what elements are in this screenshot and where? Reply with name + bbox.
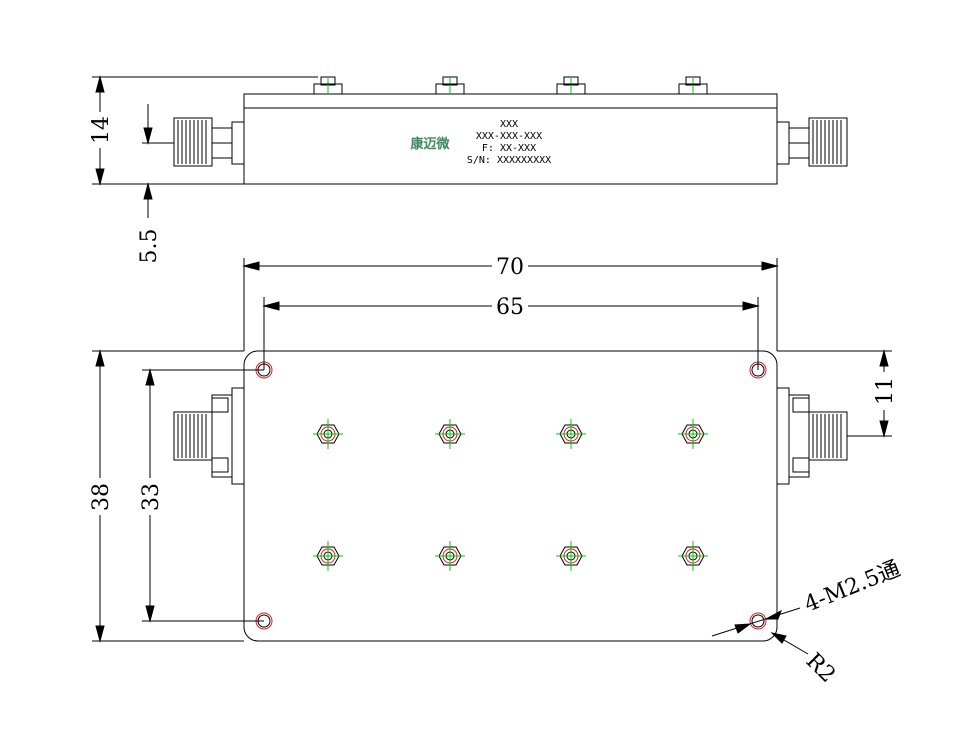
dim-hole-span-65: 65	[496, 295, 524, 320]
tuning-nut-r2-c2	[435, 541, 465, 571]
callout-mount-holes: 4-M2.5通	[801, 557, 904, 618]
tuning-screw-2	[435, 76, 465, 95]
dim-hole-span-33: 33	[139, 483, 164, 511]
tuning-nut-r1-c3	[556, 419, 586, 449]
dim-offset-5-5: 5.5	[137, 229, 162, 264]
side-right-connector	[776, 117, 848, 167]
tuning-nut-r1-c1	[313, 419, 343, 449]
product-label: 康迈微 XXX XXX-XXX-XXX F: XX-XXX S/N: XXXXX…	[410, 119, 551, 166]
tuning-nut-r1-c2	[435, 419, 465, 449]
tuning-nut-r2-c4	[678, 541, 708, 571]
side-left-connector	[173, 117, 245, 167]
top-left-connector	[173, 387, 245, 485]
callout-corner-radius: R2	[801, 649, 840, 688]
tuning-screw-1	[313, 76, 343, 95]
top-right-connector	[776, 387, 848, 485]
tuning-nut-r2-c3	[556, 541, 586, 571]
mount-hole-bottom-right	[749, 612, 767, 630]
dim-height-14: 14	[89, 116, 114, 144]
tuning-nut-r1-c4	[678, 419, 708, 449]
dim-height-38: 38	[89, 483, 114, 511]
label-line-1: XXX	[500, 119, 518, 130]
label-line-3: F: XX-XXX	[482, 143, 536, 154]
top-view	[92, 258, 892, 655]
dim-width-70: 70	[496, 255, 524, 280]
top-body	[243, 350, 778, 642]
label-line-2: XXX-XXX-XXX	[476, 131, 542, 142]
label-line-4: S/N: XXXXXXXXX	[467, 155, 551, 166]
label-brand: 康迈微	[410, 136, 450, 152]
tuning-screw-4	[678, 76, 708, 95]
tuning-screw-3	[556, 76, 586, 95]
tuning-nut-r2-c1	[313, 541, 343, 571]
side-view	[92, 75, 848, 218]
dim-connector-offset-11: 11	[873, 377, 898, 405]
